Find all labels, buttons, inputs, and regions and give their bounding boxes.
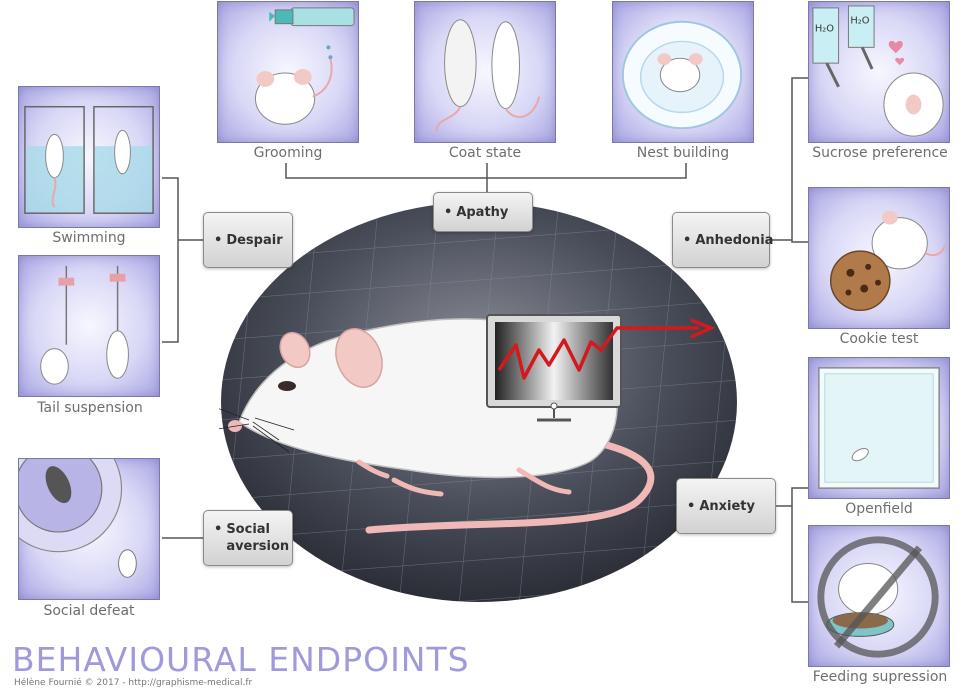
category-anhedonia: •Anhedonia xyxy=(672,212,773,268)
social-defeat-test-tile xyxy=(18,458,160,600)
cookie-test-caption: Cookie test xyxy=(839,331,919,347)
tail-suspension-caption: Tail suspension xyxy=(37,400,143,416)
category-anxiety: •Anxiety xyxy=(676,478,776,534)
category-despair: •Despair xyxy=(203,212,293,268)
feeding-supression-caption: Feeding supression xyxy=(812,669,948,685)
grooming-test-tile xyxy=(217,1,359,143)
grooming-caption: Grooming xyxy=(253,145,323,161)
openfield-test-tile xyxy=(808,357,950,499)
coat-state-test-tile xyxy=(414,1,556,143)
nest-building-test-tile xyxy=(612,1,754,143)
monitor-trend-display xyxy=(486,314,716,422)
sucrose-preference-caption: Sucrose preference xyxy=(812,145,948,161)
nest-building-caption: Nest building xyxy=(636,145,730,161)
poster-title: BEHAVIOURAL ENDPOINTS xyxy=(12,640,470,679)
feeding-supression-test-tile xyxy=(808,525,950,667)
water-bottle-label: H₂O xyxy=(815,24,834,35)
tail-suspension-test-tile xyxy=(18,255,160,397)
central-rat-scene xyxy=(219,202,737,602)
cookie-test-tile xyxy=(808,187,950,329)
sucrose-preference-test-tile: H₂O H₂O xyxy=(808,1,950,143)
swimming-caption: Swimming xyxy=(52,230,126,246)
author-credit: Hélène Fournié © 2017 - http://graphisme… xyxy=(14,678,253,688)
sucrose-bottle-label: H₂O xyxy=(850,16,869,27)
coat-state-caption: Coat state xyxy=(448,145,522,161)
openfield-caption: Openfield xyxy=(845,501,913,517)
social-defeat-caption: Social defeat xyxy=(43,603,135,619)
swimming-test-tile xyxy=(18,86,160,228)
category-apathy: •Apathy xyxy=(433,192,533,232)
